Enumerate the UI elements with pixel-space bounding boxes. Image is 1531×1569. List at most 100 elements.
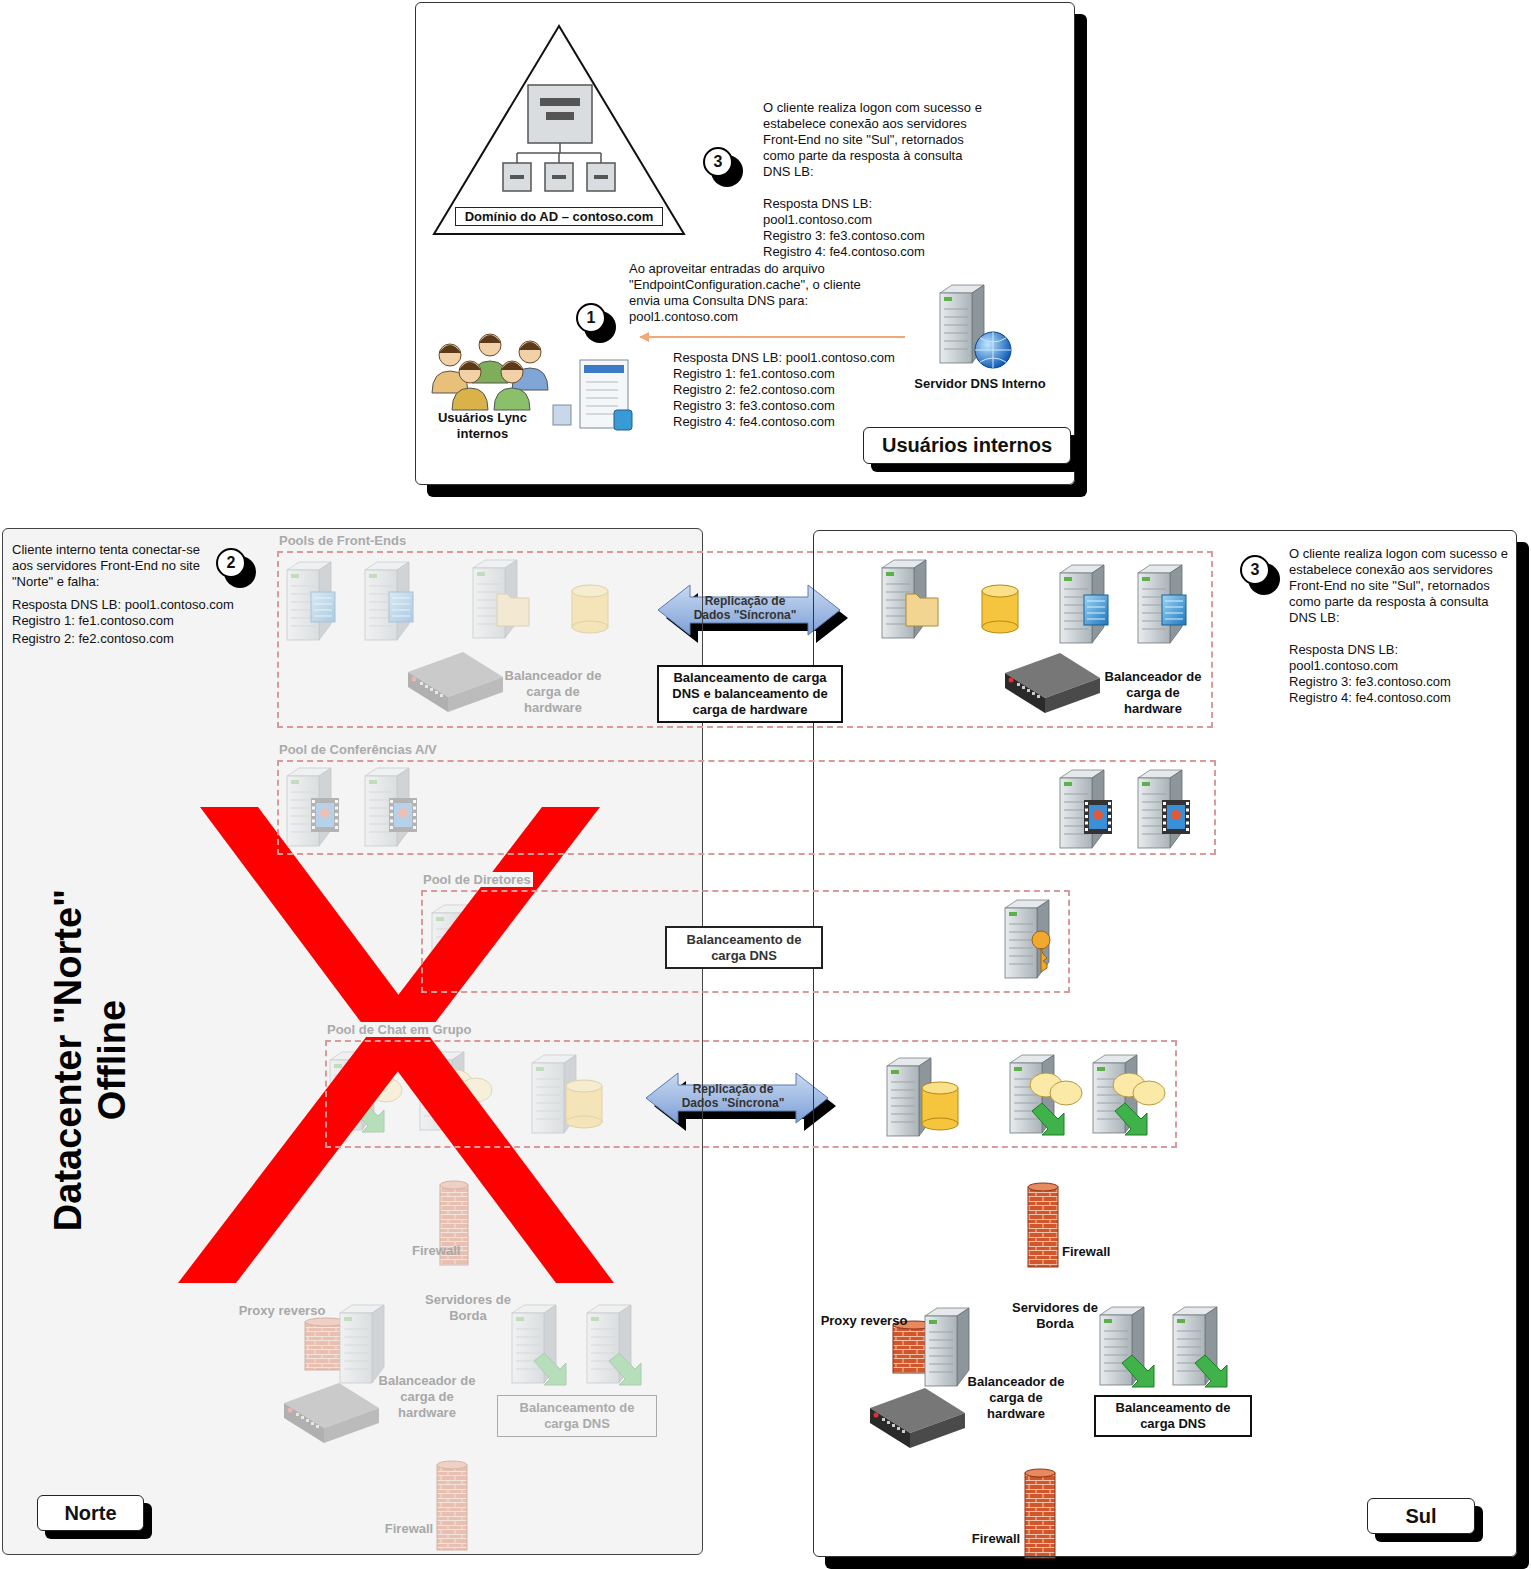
shape (344, 1353, 368, 1354)
shape (922, 1082, 958, 1094)
shape (311, 798, 339, 832)
shape (1064, 794, 1088, 795)
shape (517, 143, 601, 163)
shape (408, 672, 448, 712)
panel-ground (415, 2, 1075, 485)
shape (437, 1465, 467, 1550)
shape (553, 405, 571, 425)
shape (1014, 1103, 1038, 1104)
shape (929, 1348, 953, 1349)
ad-domain-triangle: Domínio do AD – contoso.com (433, 25, 685, 235)
shape (459, 362, 481, 370)
shape (1041, 948, 1047, 972)
shape (1163, 822, 1166, 825)
shape (344, 1337, 368, 1338)
shape (891, 1098, 915, 1099)
shape (477, 592, 501, 593)
shape (1177, 1339, 1201, 1340)
dns-record: Registro 1: fe1.contoso.com (673, 366, 835, 382)
callout-number: 2 (219, 554, 243, 572)
shape (897, 1427, 900, 1430)
shape (1009, 948, 1033, 949)
shape (886, 572, 894, 576)
shape (291, 780, 299, 784)
shape (572, 621, 608, 633)
shape (1142, 629, 1166, 630)
shape (288, 1408, 293, 1413)
shape (448, 677, 503, 712)
shape (1009, 932, 1033, 933)
shape (1009, 940, 1033, 941)
shape (1165, 607, 1183, 608)
shape (536, 1095, 560, 1096)
shape (957, 1308, 969, 1386)
shape (1108, 828, 1111, 831)
shape (1097, 1095, 1121, 1096)
shape (413, 820, 416, 823)
shape (536, 1103, 560, 1104)
replication-label: Replicação de Dados "Síncrona" (673, 1082, 793, 1110)
shape (316, 803, 334, 827)
shape (1162, 800, 1190, 834)
shape (413, 807, 416, 810)
shape (312, 826, 315, 829)
device-label: Proxy reverso (821, 1313, 908, 1329)
note-text: Cliente interno tenta conectar-se aos se… (12, 542, 217, 590)
dns-record: pool1.contoso.com (1289, 658, 1398, 674)
shape (874, 1413, 879, 1418)
users-icon: Usuários Lync internos (425, 330, 640, 442)
shape (369, 792, 393, 793)
shape (314, 616, 332, 617)
shape (1142, 589, 1166, 590)
shape (519, 342, 541, 350)
shape (887, 1066, 919, 1136)
shape (477, 572, 485, 576)
shape (372, 1305, 384, 1383)
shape (591, 1369, 615, 1370)
shape (929, 1340, 953, 1341)
shape (1045, 678, 1100, 713)
shape (1177, 1331, 1201, 1332)
shape (389, 592, 413, 622)
shape (940, 293, 972, 363)
shape (944, 341, 968, 342)
panel-tab: Norte (37, 1495, 144, 1531)
shape (425, 685, 428, 688)
shape (516, 1337, 540, 1338)
shape (929, 1364, 953, 1365)
dns-record: Registro 2: fe2.contoso.com (673, 382, 835, 398)
shape (1009, 678, 1014, 683)
shape (390, 813, 393, 816)
note-text: O cliente realiza logon com sucesso e es… (763, 100, 988, 180)
device-label: Firewall (972, 1531, 1020, 1547)
box-text: Balanceamento de carga DNS (498, 1400, 656, 1432)
device-label: Servidores de Borda (1005, 1300, 1105, 1332)
shape (306, 1419, 309, 1422)
shape (516, 1369, 540, 1370)
shape (335, 800, 338, 803)
shape (1133, 1081, 1165, 1105)
dns-record: Registro 3: fe3.contoso.com (673, 398, 835, 414)
pool-region: Pools de Front-EndsBalanceamento de carg… (277, 551, 1213, 728)
shape (1017, 683, 1020, 686)
shape (394, 803, 412, 827)
shape (1022, 686, 1025, 689)
shape (870, 1408, 910, 1448)
shape (545, 163, 573, 191)
shape (1085, 828, 1088, 831)
shape (291, 574, 299, 578)
shape (975, 332, 1011, 368)
shape (369, 626, 393, 627)
shape (891, 1082, 915, 1083)
shape (891, 1114, 915, 1115)
shape (312, 800, 315, 803)
device-label: Balanceador de carga de hardware (503, 668, 603, 716)
dns-record: Registro 4: fe4.contoso.com (673, 414, 835, 430)
pool-region: Pool de Conferências A/V (277, 760, 1216, 855)
box-text: Balanceamento de carga DNS (1096, 1400, 1250, 1432)
shape (1064, 577, 1072, 581)
shape (392, 610, 410, 611)
shape (369, 586, 393, 587)
shape (1025, 1473, 1055, 1558)
shape (1167, 805, 1185, 829)
